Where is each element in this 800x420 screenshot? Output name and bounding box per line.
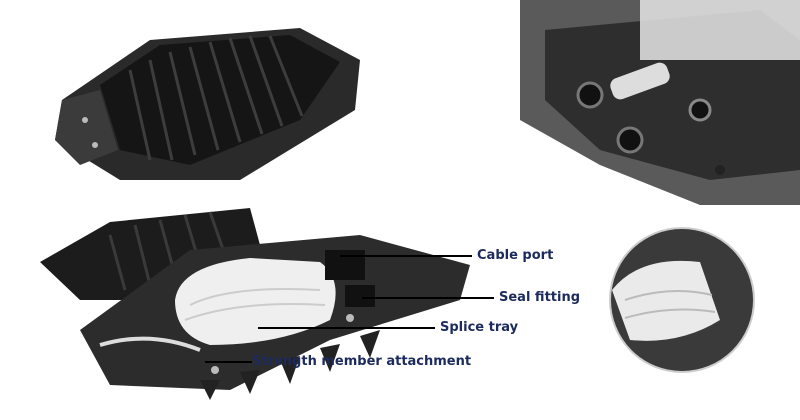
cable-port-label: Cable port	[477, 248, 554, 263]
seal-fitting-label: Seal fitting	[499, 290, 581, 305]
splice-tray-label: Splice tray	[440, 320, 519, 335]
closeup-photo	[520, 0, 800, 205]
open-closure-image	[40, 208, 470, 400]
strength-member-label: Strength member attachment	[252, 354, 472, 369]
inset-circle-photo	[609, 227, 755, 373]
closed-closure-image	[55, 28, 360, 180]
